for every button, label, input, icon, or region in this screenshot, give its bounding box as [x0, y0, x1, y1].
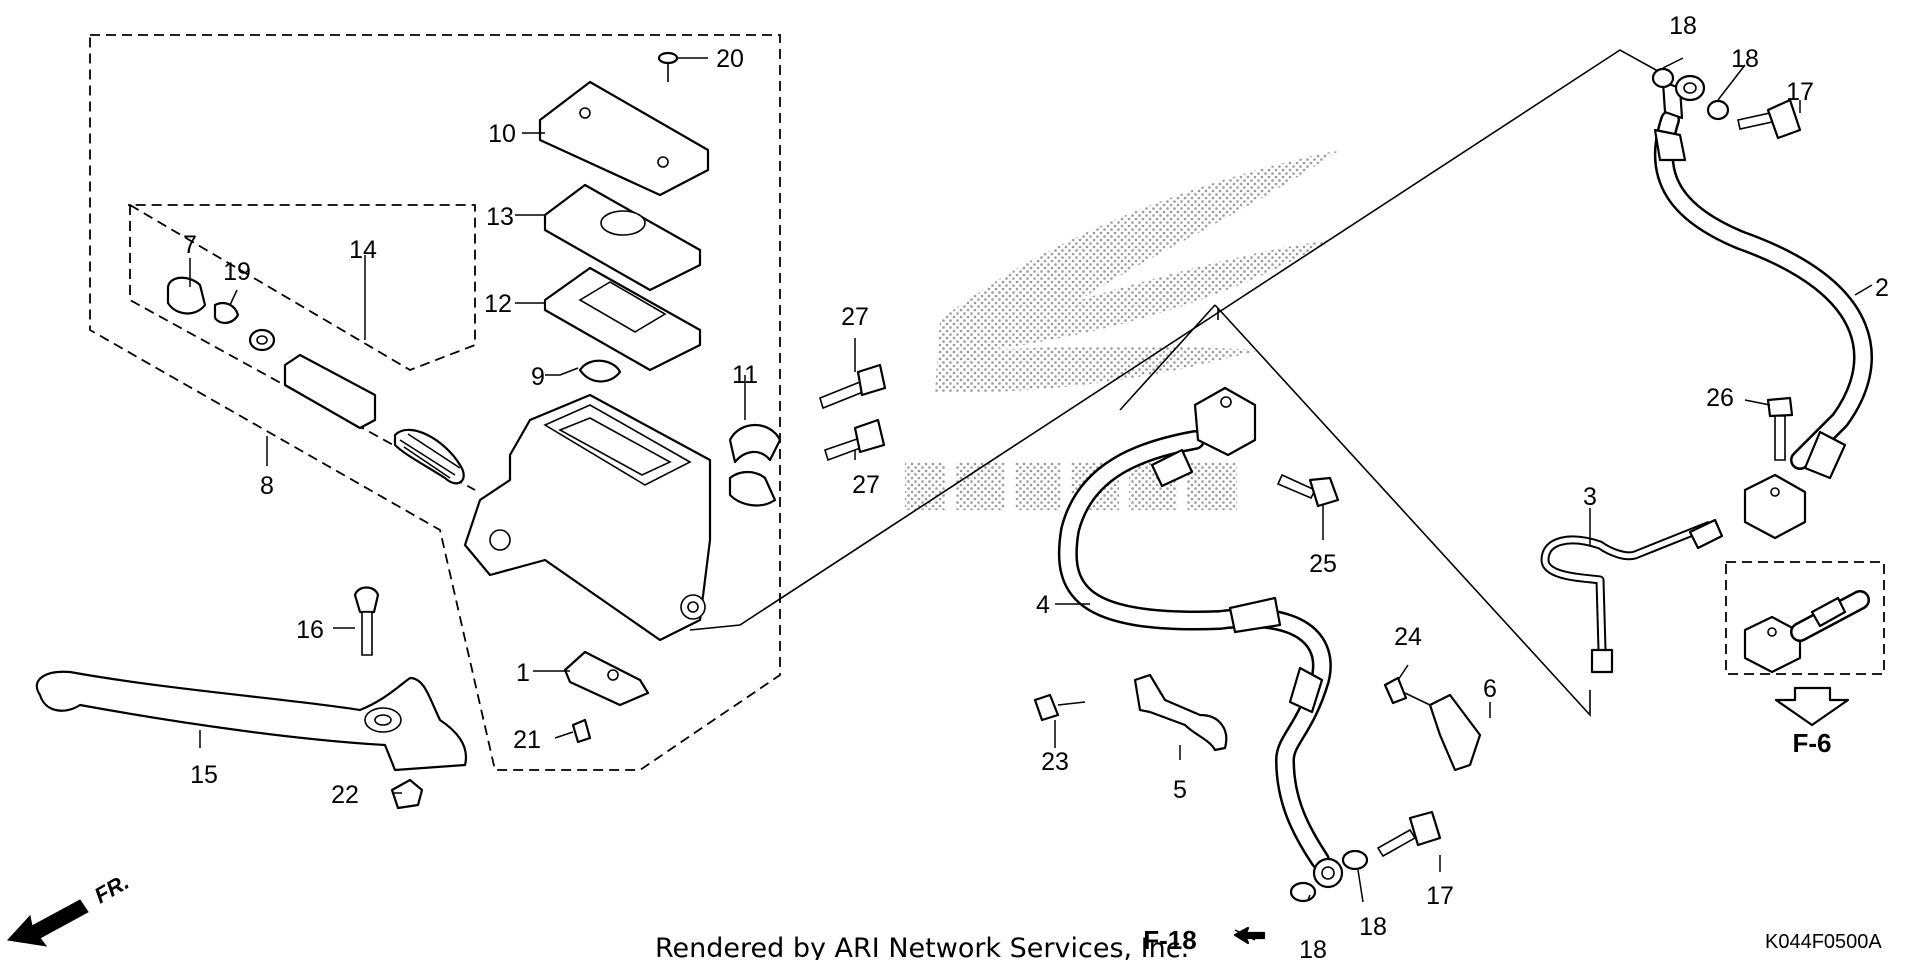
- callout-18-upper-left: 18: [1669, 12, 1697, 40]
- f6-label: F-6: [1793, 728, 1832, 758]
- switch-screw[interactable]: [571, 718, 592, 744]
- float-plate[interactable]: [578, 359, 622, 383]
- callout-7: 7: [183, 231, 197, 259]
- three-way-joint-detail: [1743, 590, 1870, 674]
- callout-18-lower-right: 18: [1359, 913, 1387, 941]
- callout-19: 19: [223, 258, 251, 286]
- brake-lever[interactable]: [35, 670, 468, 772]
- reference-lines: [689, 49, 1666, 718]
- banjo-eye-lower[interactable]: [1312, 857, 1344, 889]
- master-cylinder-group-outline: [89, 34, 781, 771]
- callout-4: 4: [1036, 591, 1050, 619]
- diaphragm-plate[interactable]: [543, 183, 702, 292]
- hose-clamp[interactable]: [1133, 673, 1228, 752]
- callout-16: 16: [296, 616, 324, 644]
- callout-9: 9: [531, 363, 545, 391]
- callout-1: 1: [516, 659, 530, 687]
- callout-3: 3: [1583, 483, 1597, 511]
- upper-joint[interactable]: [1193, 386, 1257, 457]
- pivot-bolt[interactable]: [353, 586, 380, 656]
- brake-pipe[interactable]: [1540, 518, 1724, 674]
- diaphragm[interactable]: [543, 266, 702, 372]
- wire-guide[interactable]: [1428, 693, 1482, 772]
- sealing-washers-upper[interactable]: [1651, 67, 1730, 121]
- joint-bolt[interactable]: [1766, 396, 1794, 461]
- oil-bolt-lower[interactable]: [1376, 810, 1442, 858]
- hose-bracket-bolt[interactable]: [1276, 473, 1340, 508]
- render-credit: Rendered by ARI Network Services, Inc.: [655, 933, 1189, 960]
- wire-guide-bolt[interactable]: [1383, 676, 1431, 706]
- callout-11: 11: [732, 361, 758, 389]
- brake-hose-b[interactable]: [1653, 80, 1873, 480]
- callout-8: 8: [260, 472, 274, 500]
- callout-5: 5: [1173, 776, 1187, 804]
- reservoir-cap[interactable]: [538, 80, 710, 197]
- reservoir-screw[interactable]: [657, 51, 679, 82]
- clamp-bolt[interactable]: [1033, 693, 1086, 722]
- callout-2: 2: [1875, 274, 1889, 302]
- callout-15: 15: [190, 761, 218, 789]
- callout-27-upper: 27: [841, 303, 869, 331]
- callout-18-lower-left: 18: [1299, 936, 1327, 960]
- callout-17-upper: 17: [1786, 78, 1814, 106]
- f6-direction-arrow: [1774, 686, 1850, 727]
- callout-17-lower: 17: [1426, 882, 1454, 910]
- front-direction-indicator: FR.: [7, 869, 133, 947]
- callout-12: 12: [484, 290, 512, 318]
- brake-light-switch[interactable]: [563, 650, 650, 707]
- callout-25: 25: [1309, 550, 1337, 578]
- callout-24: 24: [1394, 623, 1422, 651]
- front-direction-label: FR.: [90, 869, 133, 908]
- front-brake-hose[interactable]: [1057, 430, 1332, 870]
- callout-14: 14: [349, 236, 377, 264]
- three-way-joint[interactable]: [1743, 473, 1807, 540]
- callout-20: 20: [716, 45, 744, 73]
- callout-6: 6: [1483, 675, 1497, 703]
- callout-23: 23: [1041, 748, 1069, 776]
- holder[interactable]: [728, 424, 782, 507]
- callout-21: 21: [513, 726, 541, 754]
- callout-18-upper-right: 18: [1731, 45, 1759, 73]
- holder-bolt-lower[interactable]: [824, 418, 886, 462]
- holder-bolt-upper[interactable]: [819, 363, 887, 410]
- f6-detail-outline: [1725, 561, 1885, 675]
- callout-22: 22: [331, 781, 359, 809]
- diagram-code: K044F0500A: [1765, 931, 1882, 953]
- callout-10: 10: [488, 120, 516, 148]
- callout-26: 26: [1706, 384, 1734, 412]
- oil-bolt-upper[interactable]: [1737, 98, 1802, 140]
- callout-13: 13: [486, 203, 514, 231]
- pivot-nut[interactable]: [390, 778, 424, 810]
- callout-27-lower: 27: [852, 471, 880, 499]
- f18-label: F-18: [1143, 925, 1196, 955]
- piston-kit[interactable]: [166, 276, 465, 485]
- master-cylinder-body[interactable]: [463, 393, 712, 642]
- f18-reference: F-18: [1143, 925, 1266, 955]
- upper-banjo[interactable]: [1674, 74, 1706, 102]
